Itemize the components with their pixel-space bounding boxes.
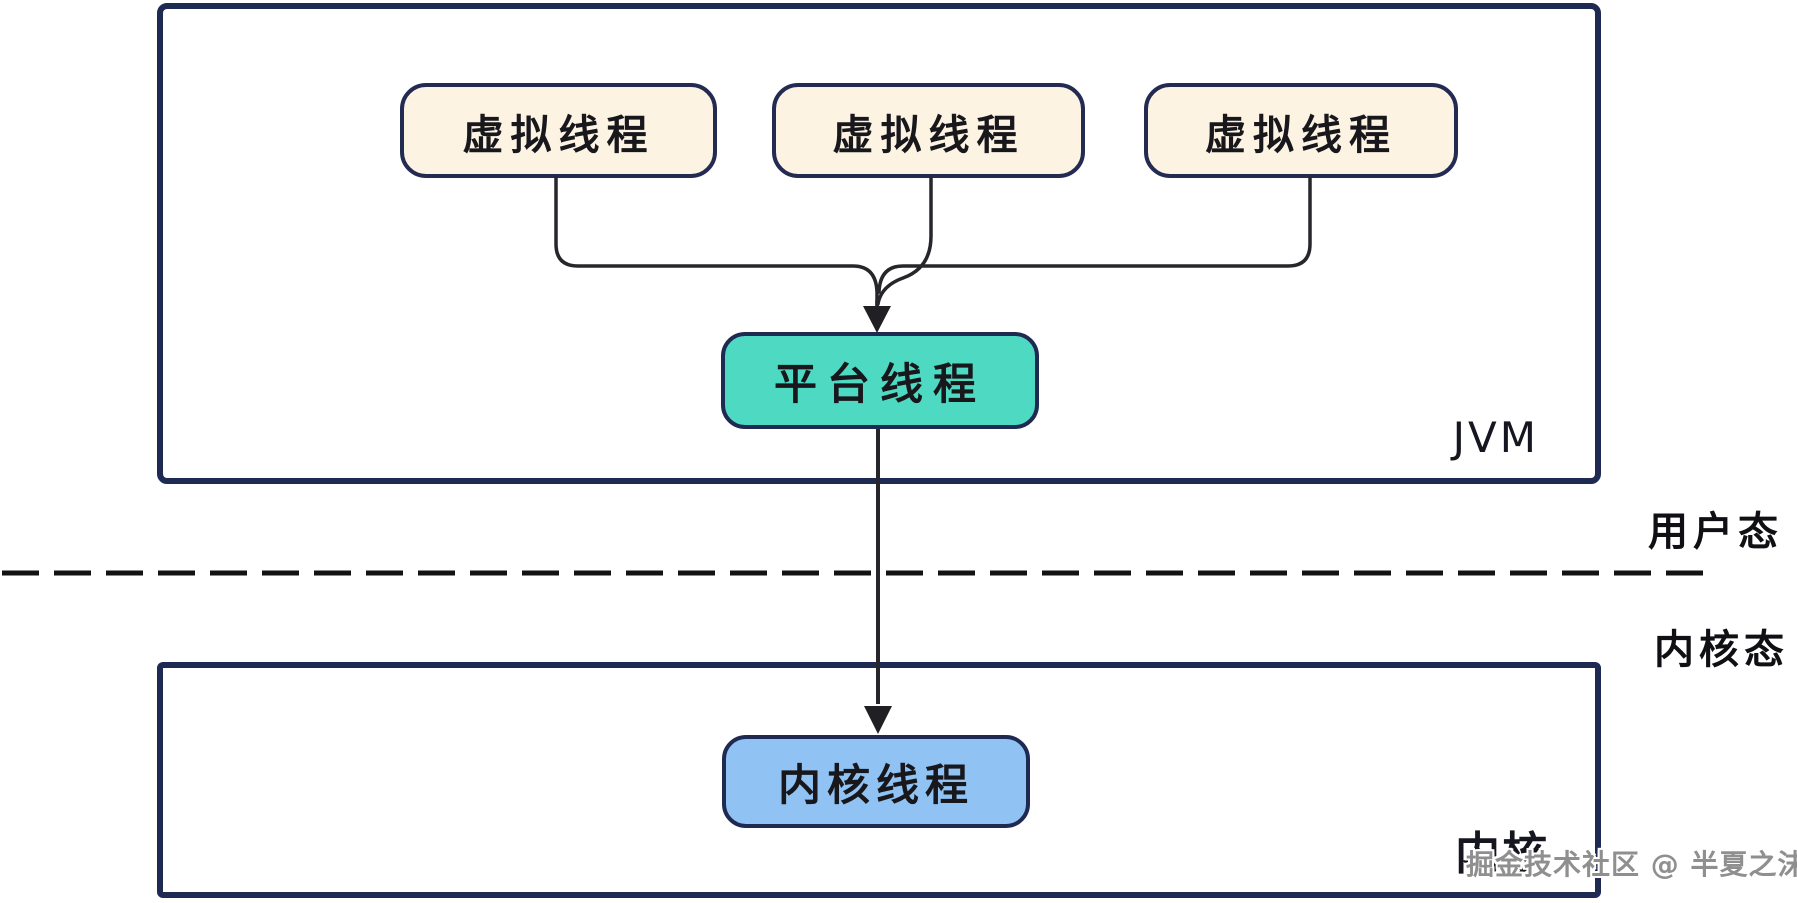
platform-thread-label: 平台线程 (774, 359, 986, 410)
kernel-mode-label: 内核态 (1654, 627, 1789, 673)
virtual-thread-node-3: 虚拟线程 (1144, 83, 1458, 178)
platform-thread-node: 平台线程 (721, 332, 1039, 429)
watermark-text: 掘金技术社区 @ 半夏之沫 (1466, 848, 1797, 881)
virtual-thread-label-2: 虚拟线程 (832, 110, 1025, 159)
kernel-thread-label: 内核线程 (778, 760, 974, 811)
user-mode-label: 用户态 (1648, 509, 1783, 555)
virtual-thread-node-1: 虚拟线程 (400, 83, 717, 178)
virtual-thread-label-3: 虚拟线程 (1205, 110, 1397, 159)
kernel-thread-node: 内核线程 (722, 735, 1030, 828)
jvm-label: JVM (1452, 413, 1539, 462)
kernel-label: 内核 (1454, 827, 1549, 880)
virtual-thread-node-2: 虚拟线程 (772, 83, 1085, 178)
virtual-thread-label-1: 虚拟线程 (462, 110, 655, 159)
